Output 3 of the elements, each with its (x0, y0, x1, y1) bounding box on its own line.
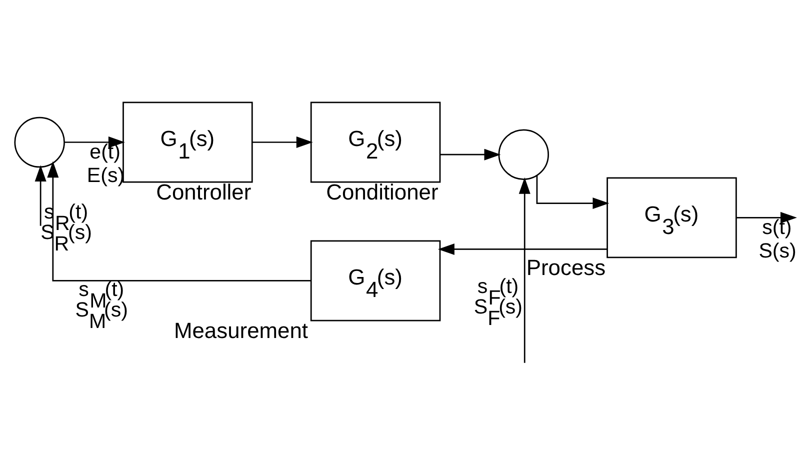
node-label: Measurement (173, 318, 308, 344)
node-label: Process (526, 254, 606, 280)
edge-label: s(t) S(s) (758, 216, 796, 262)
